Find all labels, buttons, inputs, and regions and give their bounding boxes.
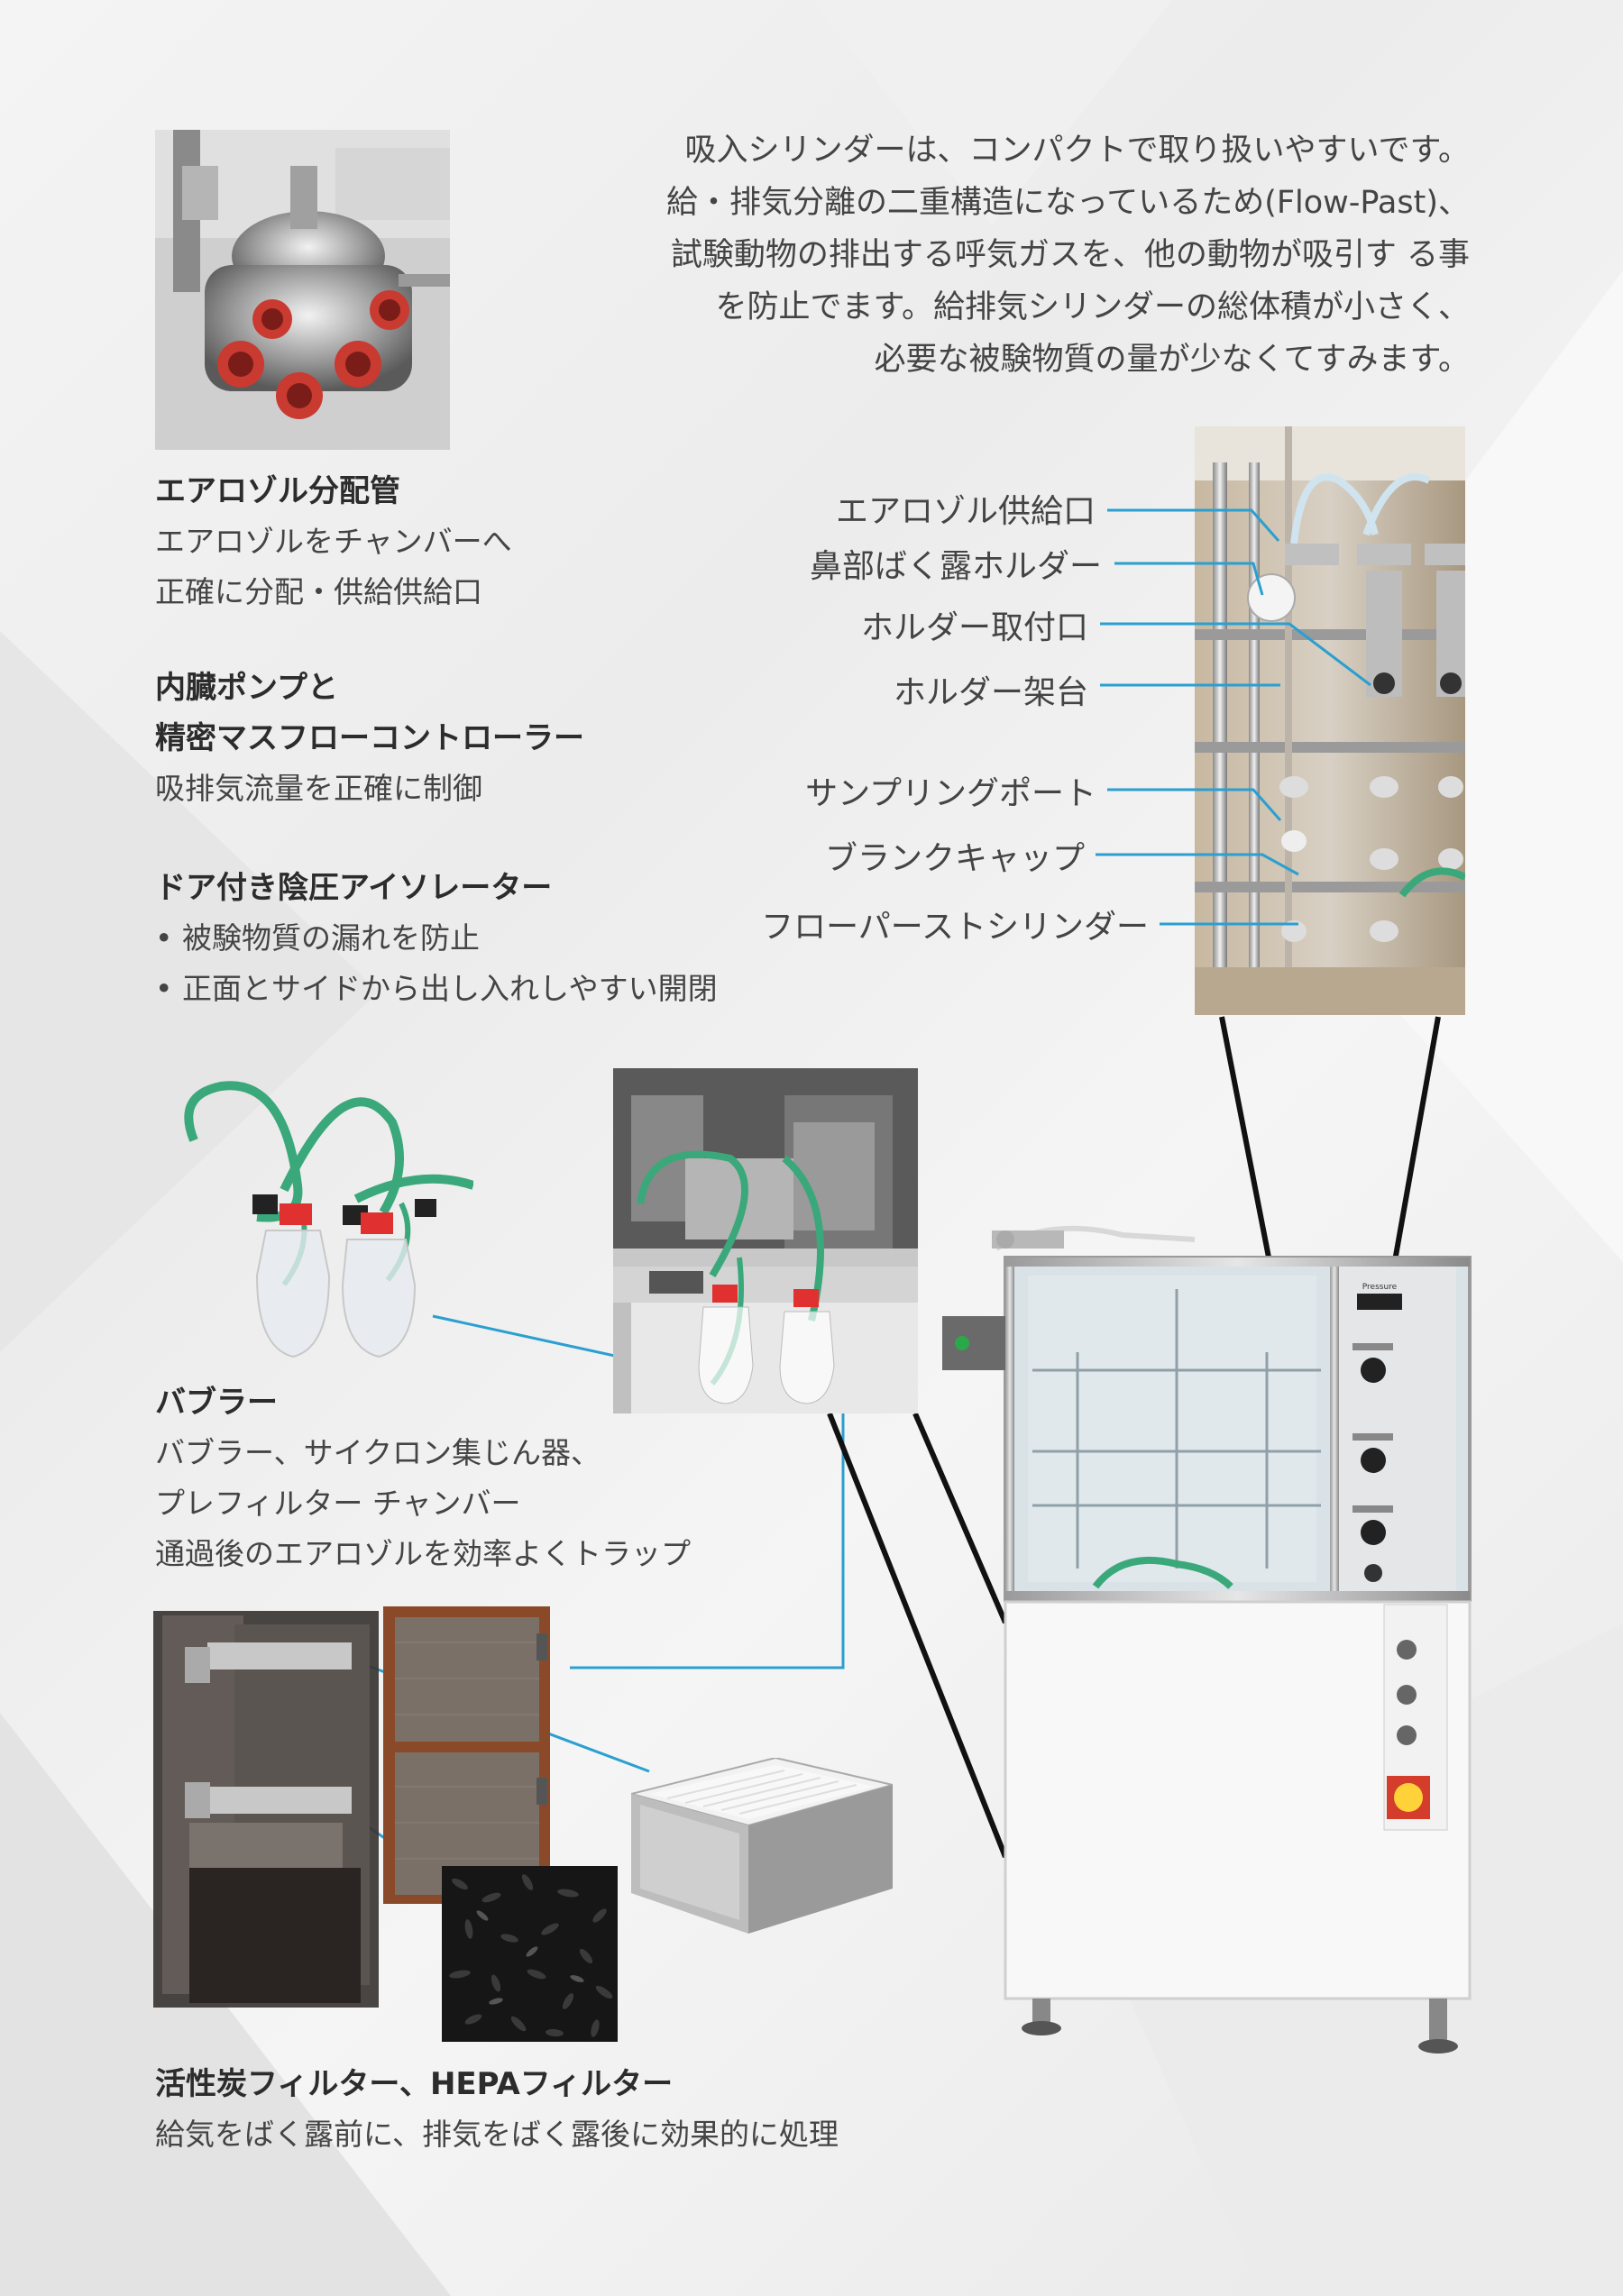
- feature-line: • 被験物質の漏れを防止: [155, 920, 480, 956]
- hepa-filter-photo: [631, 1758, 893, 1934]
- feature-line: 給気をばく露前に、排気をばく露後に効果的に処理: [155, 2117, 839, 2152]
- bubbler-photo: [167, 1068, 473, 1366]
- feature-pump: 内臓ポンプと 精密マスフローコントローラー 吸排気流量を正確に制御: [155, 663, 584, 814]
- feature-line: 通過後のエアロゾルを効率よくトラップ: [155, 1536, 691, 1571]
- panel-pressure-label: Pressure: [1362, 1283, 1398, 1292]
- feature-title: 精密マスフローコントローラー: [155, 720, 584, 756]
- intro-line: 給・排気分離の二重構造になっているため(Flow-Past)、: [665, 185, 1470, 221]
- intro-line: を防止でます。給排気シリンダーの総体積が小さく、: [715, 289, 1470, 325]
- callout-nose-exposure-holder: 鼻部ばく露ホルダー: [809, 548, 1102, 585]
- aerosol-manifold-photo: [155, 130, 450, 450]
- feature-line: 吸排気流量を正確に制御: [155, 771, 482, 806]
- feature-line: バブラー、サイクロン集じん器、: [155, 1435, 601, 1470]
- feature-line: • 正面とサイドから出し入れしやすい開閉: [155, 971, 718, 1006]
- callout-blank-cap: ブランクキャップ: [824, 840, 1085, 877]
- intro-line: 必要な被験物質の量が少なくてすみます。: [874, 342, 1470, 378]
- isolator-cabinet-photo: [153, 1606, 555, 2017]
- feature-filter: 活性炭フィルター、HEPAフィルター 給気をばく露前に、排気をばく露後に効果的に…: [155, 2059, 839, 2160]
- feature-title: バブラー: [155, 1385, 278, 1421]
- pump-interior-photo: [613, 1068, 918, 1413]
- intro-line: 試験動物の排出する呼気ガスを、他の動物が吸引す る事: [670, 237, 1470, 273]
- feature-title: 内臓ポンプと: [155, 670, 338, 706]
- callout-flow-past-cylinder: フローパーストシリンダー: [761, 909, 1149, 946]
- feature-line: 正確に分配・供給供給口: [155, 574, 482, 609]
- callout-sampling-port: サンプリングポート: [805, 775, 1096, 812]
- callout-aerosol-supply-port: エアロゾル供給口: [835, 493, 1096, 530]
- feature-isolator: ドア付き陰圧アイソレーター • 被験物質の漏れを防止 • 正面とサイドから出し入…: [155, 863, 718, 1014]
- intro-line: 吸入シリンダーは、コンパクトで取り扱いやすいです。: [684, 133, 1470, 169]
- feature-line: エアロゾルをチャンバーへ: [155, 524, 512, 559]
- exposure-machine-photo: Pressure: [942, 1208, 1474, 2060]
- feature-title: エアロゾル分配管: [155, 473, 400, 509]
- activated-carbon-photo: [442, 1866, 618, 2042]
- callout-holder-stand: ホルダー架台: [893, 674, 1088, 711]
- feature-bubbler: バブラー バブラー、サイクロン集じん器、 プレフィルター チャンバー 通過後のエ…: [155, 1377, 691, 1579]
- callout-holder-mount-port: ホルダー取付口: [860, 609, 1088, 646]
- feature-title: 活性炭フィルター、HEPAフィルター: [155, 2066, 674, 2102]
- feature-title: ドア付き陰圧アイソレーター: [155, 870, 553, 906]
- intro-paragraph: 吸入シリンダーは、コンパクトで取り扱いやすいです。 給・排気分離の二重構造になっ…: [622, 124, 1470, 386]
- feature-line: プレフィルター チャンバー: [155, 1486, 521, 1521]
- chamber-interior-photo: [1195, 426, 1465, 1015]
- feature-aerosol: エアロゾル分配管 エアロゾルをチャンバーへ 正確に分配・供給供給口: [155, 466, 512, 617]
